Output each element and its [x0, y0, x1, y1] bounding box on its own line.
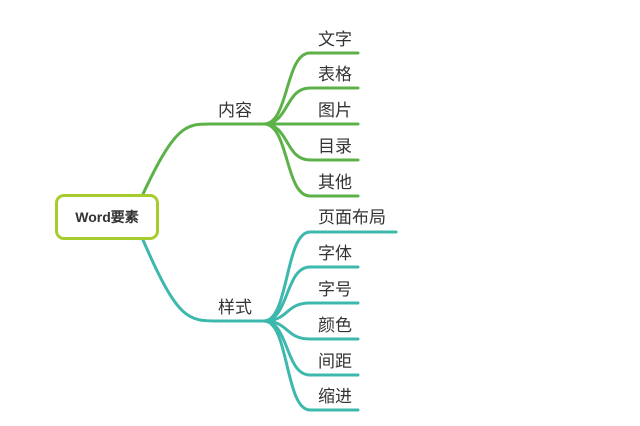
leaf-node-text[interactable]: 文字 — [318, 30, 352, 50]
leaf-node-color[interactable]: 颜色 — [318, 316, 352, 336]
root-node[interactable]: Word要素 — [55, 194, 159, 240]
leaf-node-font-size[interactable]: 字号 — [318, 280, 352, 300]
branch-node-style[interactable]: 样式 — [218, 298, 252, 318]
branch-node-content[interactable]: 内容 — [218, 101, 252, 121]
root-to-branch-connector — [141, 122, 220, 196]
leaf-node-spacing[interactable]: 间距 — [318, 352, 352, 372]
leaf-node-image[interactable]: 图片 — [318, 101, 352, 121]
leaf-node-table[interactable]: 表格 — [318, 65, 352, 85]
leaf-connector — [262, 319, 360, 412]
leaf-node-page-layout[interactable]: 页面布局 — [318, 208, 386, 228]
leaf-node-indent[interactable]: 缩进 — [318, 387, 352, 407]
leaf-connector — [262, 51, 360, 126]
leaf-connector — [262, 230, 398, 323]
leaf-node-toc[interactable]: 目录 — [318, 137, 352, 157]
leaf-node-font[interactable]: 字体 — [318, 244, 352, 264]
style-branch-edges — [141, 230, 398, 412]
content-branch-edges — [141, 51, 360, 198]
root-node-label: Word要素 — [75, 209, 139, 225]
root-to-branch-connector — [141, 238, 220, 323]
leaf-connector — [262, 122, 360, 198]
leaf-node-other[interactable]: 其他 — [318, 173, 352, 193]
leaf-connector — [262, 265, 360, 323]
